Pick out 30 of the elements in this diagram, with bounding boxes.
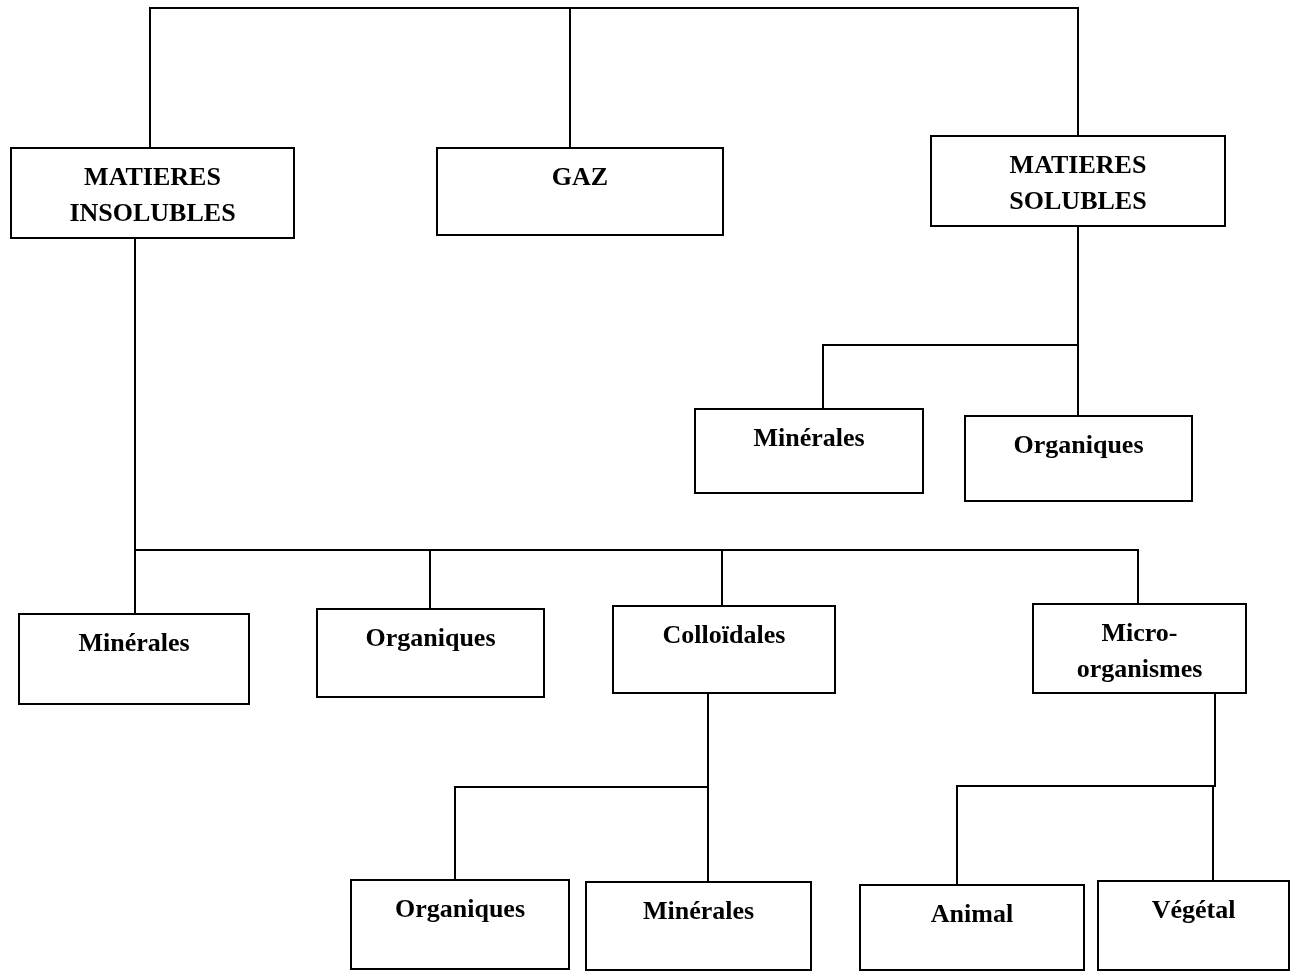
category-box [859,884,1085,971]
connector-line [707,693,709,882]
category-box [930,135,1226,227]
category-box [612,605,836,694]
category-label: Organiques [395,893,525,925]
category-box [1097,880,1290,971]
category-box [10,147,295,239]
category-label: Animal [930,898,1014,930]
category-box [694,408,924,494]
category-box [316,608,545,698]
category-label: MATIERES INSOLUBLES [68,161,237,229]
category-box [585,881,812,971]
category-label: Végétal [1151,894,1236,926]
connector-line [1212,693,1216,881]
category-label: GAZ [551,161,609,193]
category-box [350,879,570,970]
category-box [436,147,724,236]
category-label: Organiques [1013,429,1144,461]
category-label: Colloïdales [662,619,786,651]
category-box [1032,603,1247,694]
connector-line [149,7,571,148]
category-box [18,613,250,705]
category-box [964,415,1193,502]
category-label: Micro- organismes [1075,617,1204,685]
category-label: Minérales [642,895,755,927]
connector-line [1077,226,1079,416]
category-label: Minérales [78,627,190,659]
category-label: Organiques [365,622,496,654]
category-label: Minérales [753,422,865,454]
category-label: MATIERES SOLUBLES [1008,149,1148,217]
